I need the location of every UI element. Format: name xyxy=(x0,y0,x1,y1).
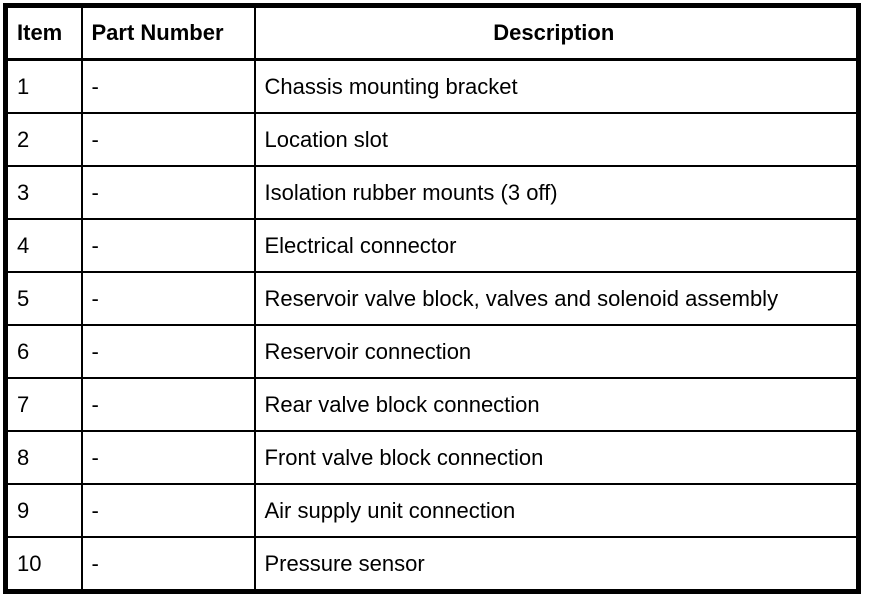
part-number-cell: - xyxy=(80,58,256,114)
column-header-description: Description xyxy=(253,4,860,61)
item-cell: 8 xyxy=(4,430,83,485)
description-cell: Reservoir valve block, valves and soleno… xyxy=(253,271,860,326)
table-row: 5 - Reservoir valve block, valves and so… xyxy=(4,271,860,326)
item-cell: 1 xyxy=(4,58,83,114)
column-header-item: Item xyxy=(4,4,83,61)
part-number-cell: - xyxy=(80,377,256,432)
table-row: 7 - Rear valve block connection xyxy=(4,377,860,432)
part-number-cell: - xyxy=(80,271,256,326)
item-cell: 10 xyxy=(4,536,83,593)
description-cell: Rear valve block connection xyxy=(253,377,860,432)
part-number-cell: - xyxy=(80,112,256,167)
description-cell: Air supply unit connection xyxy=(253,483,860,538)
description-cell: Reservoir connection xyxy=(253,324,860,379)
item-cell: 2 xyxy=(4,112,83,167)
description-cell: Isolation rubber mounts (3 off) xyxy=(253,165,860,220)
column-header-part-number: Part Number xyxy=(80,4,256,61)
table-body: 1 - Chassis mounting bracket 2 - Locatio… xyxy=(4,58,860,593)
table-row: 6 - Reservoir connection xyxy=(4,324,860,379)
parts-table: Item Part Number Description 1 - Chassis… xyxy=(3,3,861,594)
item-cell: 3 xyxy=(4,165,83,220)
header-row: Item Part Number Description xyxy=(4,4,860,61)
part-number-cell: - xyxy=(80,430,256,485)
description-cell: Location slot xyxy=(253,112,860,167)
item-cell: 4 xyxy=(4,218,83,273)
table-row: 8 - Front valve block connection xyxy=(4,430,860,485)
part-number-cell: - xyxy=(80,324,256,379)
description-cell: Front valve block connection xyxy=(253,430,860,485)
item-cell: 5 xyxy=(4,271,83,326)
item-cell: 7 xyxy=(4,377,83,432)
table-row: 2 - Location slot xyxy=(4,112,860,167)
part-number-cell: - xyxy=(80,218,256,273)
part-number-cell: - xyxy=(80,165,256,220)
description-cell: Chassis mounting bracket xyxy=(253,58,860,114)
part-number-cell: - xyxy=(80,483,256,538)
description-cell: Electrical connector xyxy=(253,218,860,273)
item-cell: 6 xyxy=(4,324,83,379)
table-row: 9 - Air supply unit connection xyxy=(4,483,860,538)
table-row: 1 - Chassis mounting bracket xyxy=(4,58,860,114)
part-number-cell: - xyxy=(80,536,256,593)
table-row: 3 - Isolation rubber mounts (3 off) xyxy=(4,165,860,220)
item-cell: 9 xyxy=(4,483,83,538)
table-row: 4 - Electrical connector xyxy=(4,218,860,273)
description-cell: Pressure sensor xyxy=(253,536,860,593)
table-row: 10 - Pressure sensor xyxy=(4,536,860,593)
